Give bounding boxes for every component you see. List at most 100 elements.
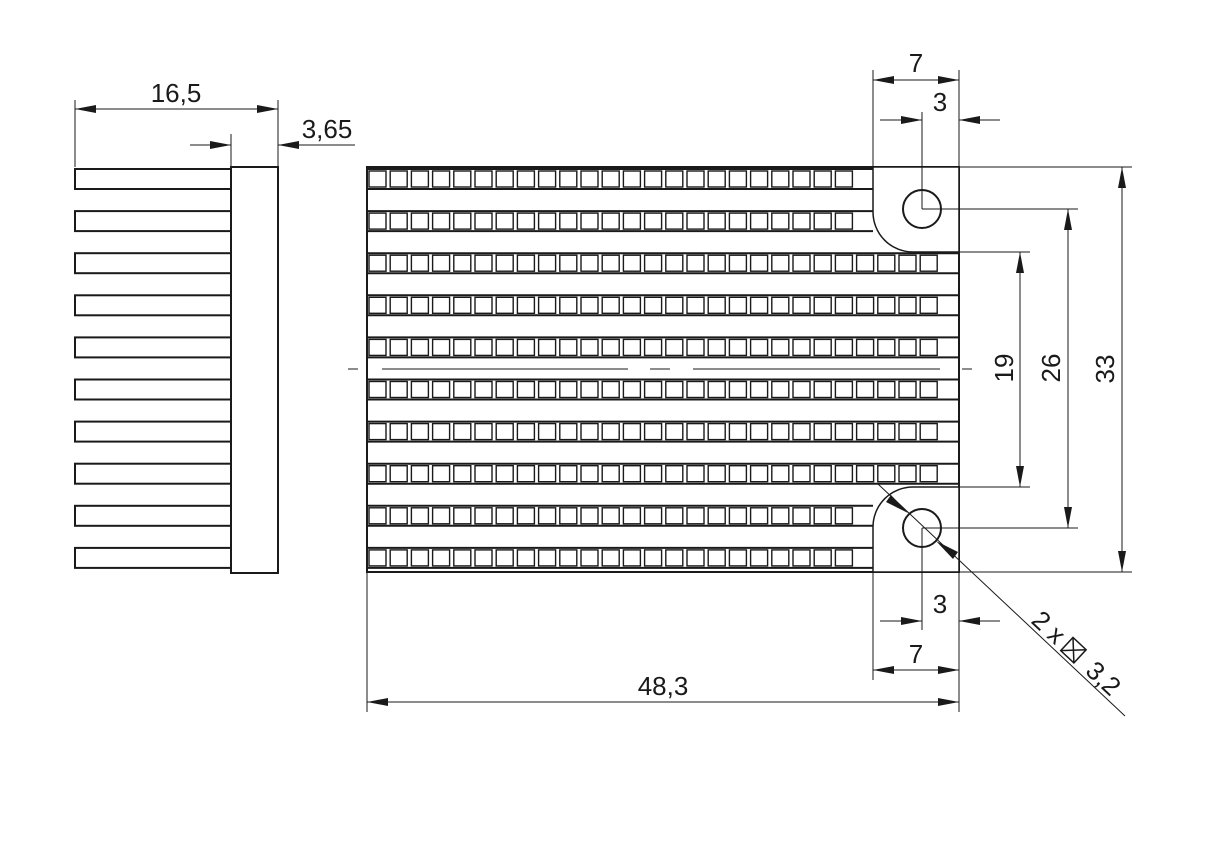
mounting-tab-top (872, 166, 960, 253)
pin (707, 422, 726, 441)
hole-spacing-arrow-top (1064, 209, 1072, 230)
pin (813, 254, 832, 272)
pin (665, 170, 684, 188)
pin (410, 170, 430, 188)
pin (580, 507, 599, 525)
pin (559, 549, 578, 567)
pin (495, 549, 514, 567)
pin (537, 254, 557, 272)
hole-callout-size: 3,2 (1080, 655, 1127, 702)
pin (474, 380, 493, 399)
pin (601, 380, 620, 399)
pin (643, 465, 663, 483)
hole-spacing-arrow-bottom (1064, 507, 1072, 528)
base-thickness-arrow-left (210, 141, 231, 149)
pin (643, 549, 663, 567)
pin (728, 422, 748, 441)
pin (728, 380, 748, 399)
pin (728, 296, 748, 314)
pin (474, 507, 493, 525)
pin (728, 507, 748, 525)
pin (431, 296, 451, 314)
pin (813, 507, 832, 525)
pin (792, 338, 811, 357)
pin (559, 338, 578, 357)
pin (516, 465, 536, 483)
pin (410, 212, 430, 230)
pin (580, 465, 599, 483)
pin (686, 549, 705, 567)
side-view-fins (74, 168, 232, 569)
pin (622, 296, 642, 314)
pin (559, 380, 578, 399)
pin (389, 380, 408, 399)
pin (601, 422, 620, 441)
pin (898, 422, 917, 441)
pin (898, 380, 917, 399)
pin (792, 254, 811, 272)
pin (686, 296, 705, 314)
pin (749, 507, 769, 525)
pin (559, 465, 578, 483)
overall-width-label: 33 (1090, 355, 1120, 384)
pin (389, 338, 408, 357)
pin (686, 338, 705, 357)
side-fin (74, 546, 232, 569)
pin (771, 170, 790, 188)
pin (792, 507, 811, 525)
pin (474, 465, 493, 483)
pin (665, 422, 684, 441)
pin (855, 338, 875, 357)
top-view: 7 3 3 7 48,3 19 (348, 48, 1132, 717)
pin (368, 507, 387, 525)
pin (792, 549, 811, 567)
pin (537, 465, 557, 483)
pin (368, 254, 387, 272)
pin (855, 296, 875, 314)
pin (834, 465, 854, 483)
pin (495, 296, 514, 314)
pin (410, 465, 430, 483)
pin (453, 212, 472, 230)
pin (559, 507, 578, 525)
pin (431, 212, 451, 230)
pin (537, 422, 557, 441)
side-fin (74, 168, 232, 190)
pin (474, 170, 493, 188)
pin (855, 380, 875, 399)
pin (580, 422, 599, 441)
pin (813, 465, 832, 483)
pin (601, 212, 620, 230)
pin (431, 380, 451, 399)
pin (728, 254, 748, 272)
pin (622, 212, 642, 230)
pin (622, 254, 642, 272)
pin (601, 170, 620, 188)
pin (516, 254, 536, 272)
pin (601, 507, 620, 525)
pin (431, 549, 451, 567)
tab-width-bottom-label: 7 (909, 639, 923, 669)
pin (813, 422, 832, 441)
pin (749, 170, 769, 188)
pin (813, 549, 832, 567)
hole-callout: 2 x 3,2 (1026, 604, 1127, 701)
pin (537, 170, 557, 188)
pin-row-span-label: 19 (989, 354, 1019, 383)
pin (622, 338, 642, 357)
pin (834, 380, 854, 399)
side-view-base-plate (230, 166, 279, 574)
pin (771, 380, 790, 399)
side-fin (74, 462, 232, 485)
crossed-square-icon (1059, 636, 1088, 664)
pin (431, 465, 451, 483)
pin (537, 338, 557, 357)
pin (877, 254, 896, 272)
top-view-pin-grid (367, 168, 959, 569)
pin (368, 212, 387, 230)
hole-callout-count: 2 x (1026, 604, 1072, 650)
pin (728, 549, 748, 567)
pin (474, 338, 493, 357)
side-fin (74, 378, 232, 401)
pin (580, 170, 599, 188)
